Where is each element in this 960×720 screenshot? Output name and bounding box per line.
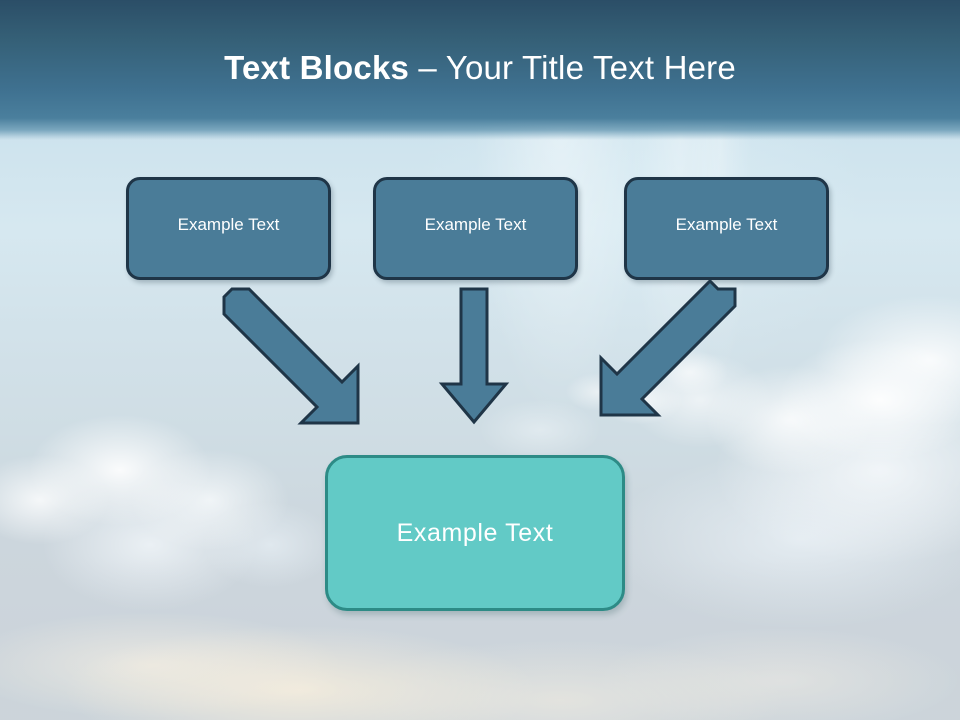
title-bold-part: Text Blocks	[224, 49, 410, 86]
source-box-1-label: Example Text	[177, 214, 280, 234]
source-box-3-label: Example Text	[675, 214, 778, 234]
title-band	[0, 0, 960, 140]
page-title: Text Blocks – Your Title Text Here	[0, 48, 960, 88]
source-box-2-label: Example Text	[424, 214, 527, 234]
arrow-left-icon	[222, 287, 360, 425]
arrow-right-icon	[599, 278, 737, 417]
source-box-2[interactable]: Example Text	[373, 177, 578, 280]
arrow-middle-icon	[438, 287, 510, 425]
result-box-label: Example Text	[396, 518, 554, 547]
title-separator: –	[409, 49, 446, 86]
source-box-1[interactable]: Example Text	[126, 177, 331, 280]
result-box[interactable]: Example Text	[325, 455, 625, 611]
source-box-3[interactable]: Example Text	[624, 177, 829, 280]
title-light-part: Your Title Text Here	[445, 49, 736, 86]
